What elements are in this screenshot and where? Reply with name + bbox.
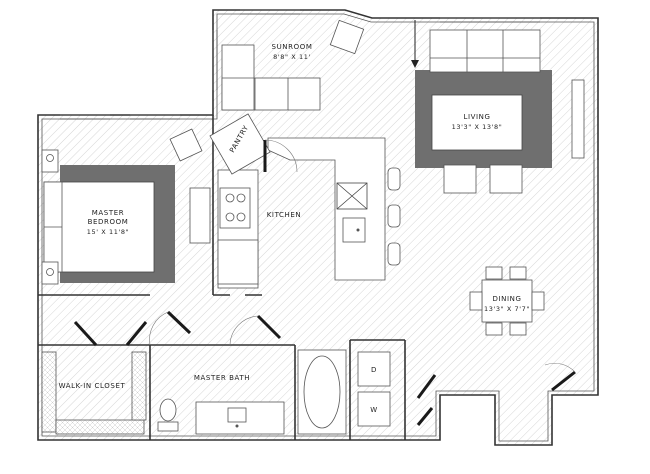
living-chair-right — [489, 164, 523, 194]
living-rug-center — [431, 94, 523, 151]
room-dims-dining: 13'3" X 7'7" — [484, 305, 530, 313]
room-name-walk-in-closet: WALK-IN CLOSET — [59, 382, 126, 390]
washer — [357, 391, 391, 427]
toilet — [157, 398, 179, 432]
room-name-master-bath: MASTER BATH — [194, 374, 250, 382]
nightstand-top — [41, 149, 59, 173]
lamp-icon — [46, 268, 54, 276]
kitchen-sink — [342, 217, 366, 243]
closet-shelf-left — [41, 351, 57, 433]
closet-shelf-bottom — [55, 419, 145, 435]
room-dims-master-bedroom: 15' X 11'8" — [87, 228, 129, 236]
dresser — [189, 187, 211, 244]
bedroom-chair — [169, 128, 203, 162]
washer-label: W — [370, 406, 378, 414]
living-chair-left — [443, 164, 477, 194]
sunroom-sofa — [221, 44, 321, 111]
room-name-master-bedroom-line2: BEDROOM — [88, 218, 129, 226]
sink-faucet-icon — [356, 228, 360, 232]
stove — [219, 187, 251, 229]
entry-arrow-icon — [411, 60, 419, 68]
sunroom-chair — [329, 19, 365, 55]
room-name-master-bedroom-line1: MASTER — [92, 209, 124, 217]
kitchen-counter — [267, 137, 386, 281]
room-name-sunroom: SUNROOM — [272, 43, 313, 51]
interior-walls — [38, 115, 406, 440]
closet-shelf-right — [131, 351, 147, 421]
range-hood-icon — [336, 182, 368, 210]
room-dims-living: 13'3" X 13'8" — [452, 123, 503, 131]
room-name-dining: DINING — [492, 295, 521, 303]
dryer-label: D — [371, 366, 377, 374]
dryer — [357, 351, 391, 387]
bathtub — [297, 349, 347, 435]
pantry-box — [209, 113, 271, 175]
living-sofa — [429, 29, 541, 73]
refrigerator — [217, 239, 259, 285]
vanity — [195, 401, 285, 435]
doors[interactable] — [73, 139, 576, 426]
dining-chairs — [469, 266, 545, 336]
bar-stools — [387, 167, 401, 266]
nightstand-bottom — [41, 261, 59, 285]
room-name-living: LIVING — [463, 113, 490, 121]
lamp-icon — [46, 154, 54, 162]
tv-console — [571, 79, 585, 159]
windows — [60, 9, 599, 240]
room-name-kitchen: KITCHEN — [267, 211, 302, 219]
room-dims-sunroom: 8'8" X 11' — [273, 53, 311, 61]
